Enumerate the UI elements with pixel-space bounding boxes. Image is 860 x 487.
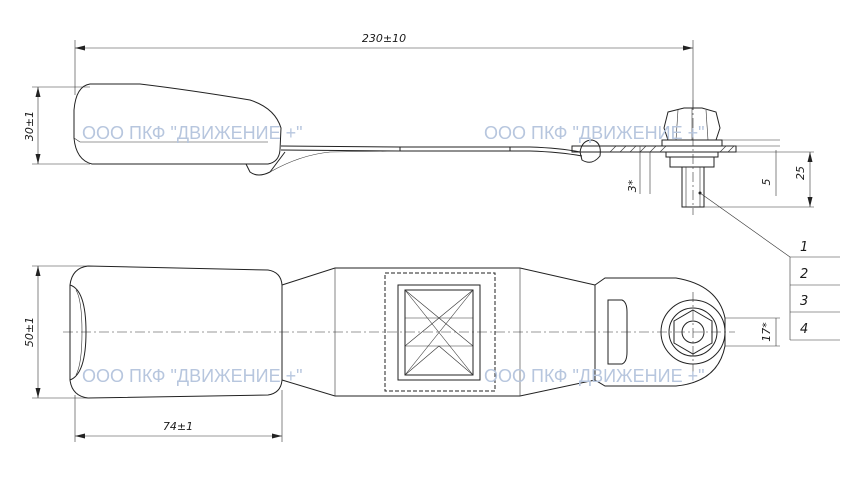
bolt-25-text: 25 xyxy=(794,166,807,180)
watermark-top-left: ООО ПКФ "ДВИЖЕНИЕ +" xyxy=(82,123,303,143)
stitch-pattern xyxy=(404,289,474,376)
dimension-buckle-width: 50±1 xyxy=(23,265,90,399)
watermark-top-right: ООО ПКФ "ДВИЖЕНИЕ +" xyxy=(484,123,705,143)
buckle-height-text: 30±1 xyxy=(23,111,36,141)
dimension-washer-5: 5 xyxy=(722,139,780,196)
callout-2: 2 xyxy=(800,267,808,282)
callout-3: 3 xyxy=(800,294,808,309)
callout-4: 4 xyxy=(800,322,808,337)
dimension-buckle-height: 30±1 xyxy=(23,86,90,165)
dimension-hole-17: 17* xyxy=(725,317,780,347)
washer-5-text: 5 xyxy=(760,179,773,186)
offset-3-text: 3* xyxy=(626,179,639,192)
dimension-buckle-length: 74±1 xyxy=(74,390,283,442)
buckle-length-text: 74±1 xyxy=(163,420,193,433)
overall-length-text: 230±10 xyxy=(362,32,406,45)
watermark-bottom-left: ООО ПКФ "ДВИЖЕНИЕ +" xyxy=(82,366,303,386)
dimension-offset-3: 3* xyxy=(626,146,651,194)
plate-hatch xyxy=(609,145,735,153)
buckle-side-view xyxy=(73,83,583,176)
buckle-width-text: 50±1 xyxy=(23,317,36,347)
anchor-bolt-side-view xyxy=(571,100,737,215)
callout-table: 1 2 3 4 xyxy=(699,192,840,341)
hole-17-text: 17* xyxy=(760,322,773,342)
buckle-top-view xyxy=(69,265,596,399)
dimension-bolt-25: 25 xyxy=(704,151,814,208)
watermark-bottom-right: ООО ПКФ "ДВИЖЕНИЕ +" xyxy=(484,366,705,386)
dimension-overall-length: 230±10 xyxy=(74,32,694,110)
callout-1: 1 xyxy=(800,240,808,255)
